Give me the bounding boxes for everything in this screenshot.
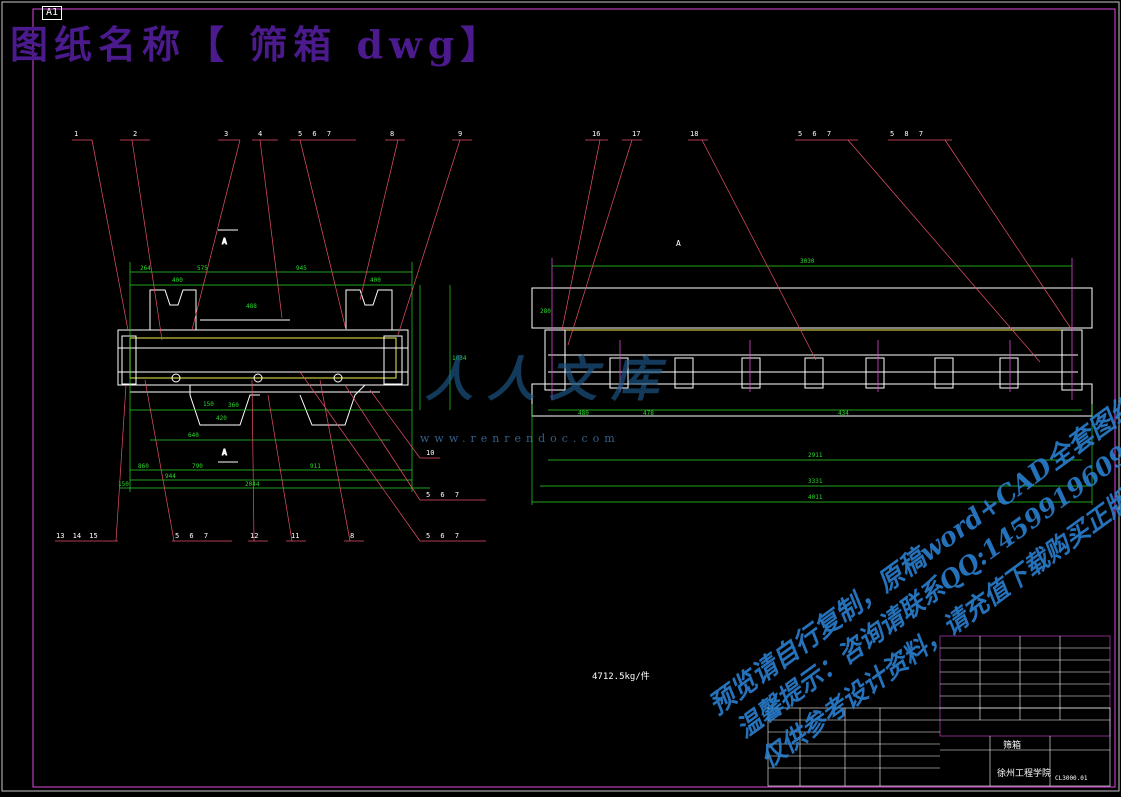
right-dimension-text: 3030 280 2911 3331 4011 480 478 434: [540, 258, 849, 501]
svg-text:911: 911: [310, 463, 321, 470]
svg-text:徐州工程学院: 徐州工程学院: [997, 767, 1051, 779]
svg-text:280: 280: [540, 308, 551, 315]
svg-text:3030: 3030: [800, 258, 815, 265]
svg-text:3331: 3331: [808, 478, 823, 485]
section-markers: A A: [218, 229, 238, 463]
svg-text:420: 420: [216, 415, 227, 422]
svg-text:400: 400: [172, 277, 183, 284]
svg-text:5 6 7: 5 6 7: [298, 130, 331, 138]
mass-note: 4712.5kg/件: [592, 670, 650, 682]
svg-text:5 6 7: 5 6 7: [426, 532, 459, 540]
svg-text:1: 1: [74, 130, 78, 138]
right-callout-text: 16 17 18 5 6 7 5 8 7 A: [592, 130, 923, 248]
svg-text:150: 150: [203, 401, 214, 408]
right-leader-lines: [561, 139, 1073, 363]
svg-text:A: A: [222, 237, 227, 246]
svg-text:CL3000.01: CL3000.01: [1055, 775, 1088, 782]
svg-text:150: 150: [118, 481, 129, 488]
title-block-text: 筛箱 徐州工程学院 CL3000.01: [997, 739, 1088, 782]
svg-text:945: 945: [296, 265, 307, 272]
svg-text:480: 480: [578, 410, 589, 417]
svg-text:筛箱: 筛箱: [1003, 739, 1021, 751]
watermark-site: www.renrendoc.com: [420, 432, 620, 445]
svg-text:264: 264: [140, 265, 151, 272]
left-dimension-lines: [120, 262, 451, 492]
svg-text:5 6 7: 5 6 7: [175, 532, 208, 540]
svg-text:2: 2: [133, 130, 137, 138]
svg-text:575: 575: [197, 265, 208, 272]
svg-text:1034: 1034: [452, 355, 467, 362]
svg-text:13 14 15: 13 14 15: [56, 532, 98, 540]
right-dimension-lines: [531, 265, 1093, 505]
left-leader-lines: [55, 139, 486, 542]
svg-text:4011: 4011: [808, 494, 823, 501]
svg-text:A: A: [222, 448, 227, 457]
title-block: [767, 635, 1111, 787]
svg-text:17: 17: [632, 130, 640, 138]
svg-text:12: 12: [250, 532, 258, 540]
svg-text:10: 10: [426, 449, 434, 457]
svg-text:2044: 2044: [245, 481, 260, 488]
svg-text:4: 4: [258, 130, 262, 138]
svg-text:8: 8: [390, 130, 394, 138]
left-side-view: [117, 289, 409, 426]
svg-text:640: 640: [188, 432, 199, 439]
svg-text:790: 790: [192, 463, 203, 470]
svg-text:860: 860: [138, 463, 149, 470]
right-pink-columns: [551, 258, 1073, 400]
sheet-size-label: A1: [42, 6, 63, 20]
svg-text:18: 18: [690, 130, 698, 138]
watermark-logo: 人人文库: [425, 352, 674, 408]
svg-text:400: 400: [370, 277, 381, 284]
svg-text:2911: 2911: [808, 452, 823, 459]
svg-text:478: 478: [643, 410, 654, 417]
svg-text:9: 9: [458, 130, 462, 138]
svg-text:3: 3: [224, 130, 228, 138]
svg-text:8: 8: [350, 532, 354, 540]
svg-text:360: 360: [228, 402, 239, 409]
left-callout-text: 1 2 3 4 5 6 7 8 9 13 14 15 5 6 7 12 11 8…: [56, 130, 462, 540]
svg-text:5 8 7: 5 8 7: [890, 130, 923, 138]
svg-text:488: 488: [246, 303, 257, 310]
svg-text:16: 16: [592, 130, 600, 138]
svg-text:A: A: [676, 239, 681, 248]
left-dimension-text: 264 400 575 945 400 488 150 360 420 640 …: [118, 265, 467, 488]
drawing-title: 图纸名称【 筛箱 dwg】: [10, 22, 505, 67]
svg-text:11: 11: [291, 532, 299, 540]
svg-text:434: 434: [838, 410, 849, 417]
svg-text:5 6 7: 5 6 7: [426, 491, 459, 499]
svg-text:944: 944: [165, 473, 176, 480]
svg-text:5 6 7: 5 6 7: [798, 130, 831, 138]
